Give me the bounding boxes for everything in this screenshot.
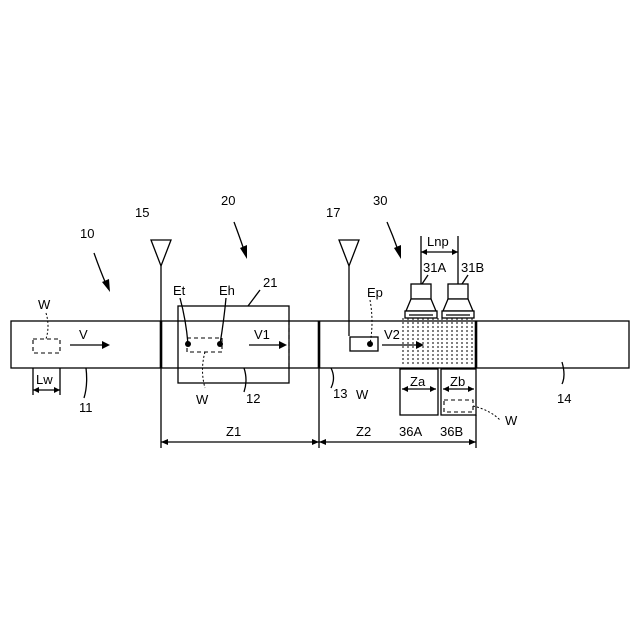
- leader-21: [248, 290, 260, 306]
- workpiece-right: [350, 337, 378, 351]
- label-v: V: [79, 327, 88, 342]
- z1-arrow-right: [312, 439, 319, 445]
- label-ref-13: 13: [333, 386, 347, 401]
- leader-31a: [422, 275, 428, 284]
- label-31a: 31A: [423, 260, 446, 275]
- workpiece-left: [33, 339, 60, 353]
- sensor-17-icon: [339, 240, 359, 266]
- label-ref-21: 21: [263, 275, 277, 290]
- leader-13: [331, 368, 334, 388]
- label-ref-12: 12: [246, 391, 260, 406]
- label-ref-14: 14: [557, 391, 571, 406]
- ref-arrow-20: [234, 222, 247, 259]
- label-zb: Zb: [450, 374, 465, 389]
- sensor-15-icon: [151, 240, 171, 266]
- leader-31b: [462, 275, 468, 284]
- label-lnp: Lnp: [427, 234, 449, 249]
- leader-w-far: [473, 406, 500, 420]
- lw-arrow-left: [33, 387, 39, 393]
- label-v1: V1: [254, 327, 270, 342]
- leader-12: [244, 368, 246, 392]
- z2-arrow-left: [319, 439, 326, 445]
- label-ep: Ep: [367, 285, 383, 300]
- arrow-v-head: [102, 341, 110, 349]
- lw-arrow-right: [54, 387, 60, 393]
- label-w-mid: W: [196, 392, 209, 407]
- label-w-far: W: [505, 413, 518, 428]
- label-z2: Z2: [356, 424, 371, 439]
- label-z1: Z1: [226, 424, 241, 439]
- label-lw: Lw: [36, 372, 53, 387]
- leader-11: [84, 368, 87, 398]
- label-ref-10: 10: [80, 226, 94, 241]
- camera-31a-view: [403, 318, 438, 366]
- label-v2: V2: [384, 327, 400, 342]
- workpiece-mid: [187, 338, 222, 352]
- camera-31a-icon: [405, 284, 437, 318]
- label-31b: 31B: [461, 260, 484, 275]
- camera-31b-view: [442, 318, 472, 366]
- lnp-arrow-right: [452, 249, 458, 255]
- label-ref-20: 20: [221, 193, 235, 208]
- label-36a: 36A: [399, 424, 422, 439]
- leader-14: [562, 362, 564, 384]
- label-w-left: W: [38, 297, 51, 312]
- z2-arrow-right: [469, 439, 476, 445]
- leader-w-left: [46, 313, 48, 339]
- camera-31b-icon: [442, 284, 474, 318]
- label-36b: 36B: [440, 424, 463, 439]
- label-ref-11: 11: [79, 400, 93, 415]
- lnp-arrow-left: [421, 249, 427, 255]
- z1-arrow-left: [161, 439, 168, 445]
- ref-arrow-30: [387, 222, 401, 259]
- label-ref-17: 17: [326, 205, 340, 220]
- label-ref-30: 30: [373, 193, 387, 208]
- arrow-v1-head: [279, 341, 287, 349]
- label-ref-15: 15: [135, 205, 149, 220]
- label-eh: Eh: [219, 283, 235, 298]
- label-et: Et: [173, 283, 186, 298]
- label-za: Za: [410, 374, 426, 389]
- label-w-right: W: [356, 387, 369, 402]
- ref-arrow-10: [94, 253, 110, 292]
